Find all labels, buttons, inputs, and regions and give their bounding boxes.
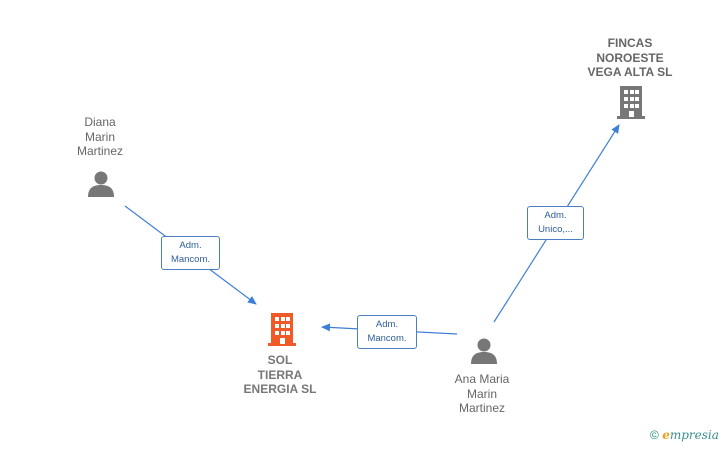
building-icon[interactable] (617, 86, 645, 119)
edge-label-ana-fincas[interactable]: Adm. Unico,... (527, 206, 584, 240)
edge-label-ana-sol[interactable]: Adm. Mancom. (357, 315, 417, 349)
person-icon[interactable] (88, 171, 114, 198)
edge-label-diana-sol[interactable]: Adm. Mancom. (161, 236, 220, 270)
node-label-sol[interactable]: SOL TIERRA ENERGIA SL (243, 353, 317, 396)
node-label-ana[interactable]: Ana Maria Marin Martinez (454, 372, 510, 415)
node-label-fincas[interactable]: FINCAS NOROESTE VEGA ALTA SL (587, 36, 673, 79)
brand-logo-text: mpresia (669, 428, 719, 442)
person-icon[interactable] (471, 338, 497, 365)
brand-footer: © empresia (650, 428, 719, 442)
copyright-icon: © (650, 428, 659, 442)
building-icon[interactable] (268, 313, 296, 346)
brand-logo-initial: e (662, 428, 670, 442)
node-label-diana[interactable]: Diana Marin Martinez (76, 115, 123, 158)
